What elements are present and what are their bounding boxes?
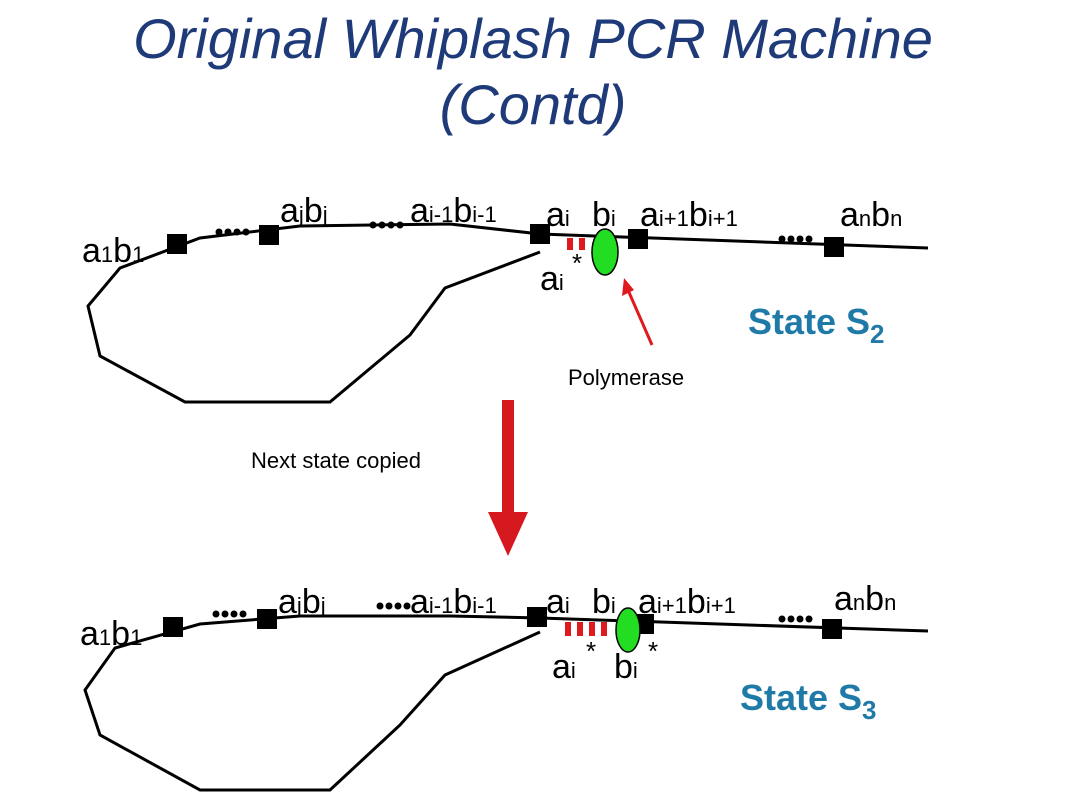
label-bi-star-asterisk: *: [648, 636, 658, 666]
transition: Next state copied: [251, 400, 528, 556]
label-ai: ai: [546, 583, 570, 621]
state-s2-diagram: a1b1 ajbj ai-1bi-1 ai bi ai+1bi+1 anbn a…: [82, 192, 929, 404]
polymerase-icon: [615, 607, 641, 653]
dna-strand-bottom: [83, 614, 929, 792]
polymerase-label: Polymerase: [568, 365, 684, 390]
label-ai: ai: [546, 196, 570, 234]
marker-1: [163, 617, 183, 637]
ellipsis-dots: [215, 221, 813, 243]
dna-strand-top: [86, 222, 929, 404]
marker-i: [530, 224, 550, 244]
state-s3-label: State S3: [740, 677, 877, 725]
label-bi-star: bi: [614, 648, 638, 686]
label-ai-star: ai: [552, 648, 576, 686]
label-ai+1-bi+1: ai+1bi+1: [638, 583, 736, 621]
state-s2-label: State S2: [748, 301, 885, 349]
transition-label: Next state copied: [251, 448, 421, 473]
marker-j: [259, 225, 279, 245]
label-ai-1-bi-1: ai-1bi-1: [410, 583, 497, 621]
marker-j: [257, 609, 277, 629]
label-ai-1-bi-1: ai-1bi-1: [410, 192, 497, 230]
marker-i-plus-1: [628, 229, 648, 249]
label-a1b1: a1b1: [80, 615, 142, 653]
polymerase-icon: [591, 228, 619, 276]
label-anbn: anbn: [840, 196, 902, 234]
label-ai-star-asterisk: *: [586, 636, 596, 666]
label-anbn: anbn: [834, 580, 896, 618]
page-title: Original Whiplash PCR Machine (Contd): [0, 6, 1066, 138]
label-a1b1: a1b1: [82, 232, 144, 270]
primer-extension-bottom: [565, 622, 607, 636]
next-state-arrowhead: [488, 512, 528, 556]
label-bi: bi: [592, 196, 616, 234]
marker-i: [527, 607, 547, 627]
marker-n: [822, 619, 842, 639]
label-ajbj: ajbj: [278, 583, 326, 621]
label-bi: bi: [592, 583, 616, 621]
label-ai-star-asterisk: *: [572, 248, 582, 278]
label-ai-star: ai: [540, 260, 564, 298]
title-line-1: Original Whiplash PCR Machine: [133, 7, 933, 70]
polymerase-pointer-arrow: [626, 289, 654, 346]
marker-1: [167, 234, 187, 254]
ellipsis-dots: [212, 602, 813, 623]
primer-extension-top: [567, 238, 585, 250]
polymerase-pointer-arrowhead: [622, 278, 634, 296]
label-ai+1-bi+1: ai+1bi+1: [640, 196, 738, 234]
title-line-2: (Contd): [439, 73, 627, 136]
state-s3-diagram: a1b1 ajbj ai-1bi-1 ai bi ai+1bi+1 anbn a…: [80, 580, 929, 792]
label-ajbj: ajbj: [280, 192, 328, 230]
marker-n: [824, 237, 844, 257]
